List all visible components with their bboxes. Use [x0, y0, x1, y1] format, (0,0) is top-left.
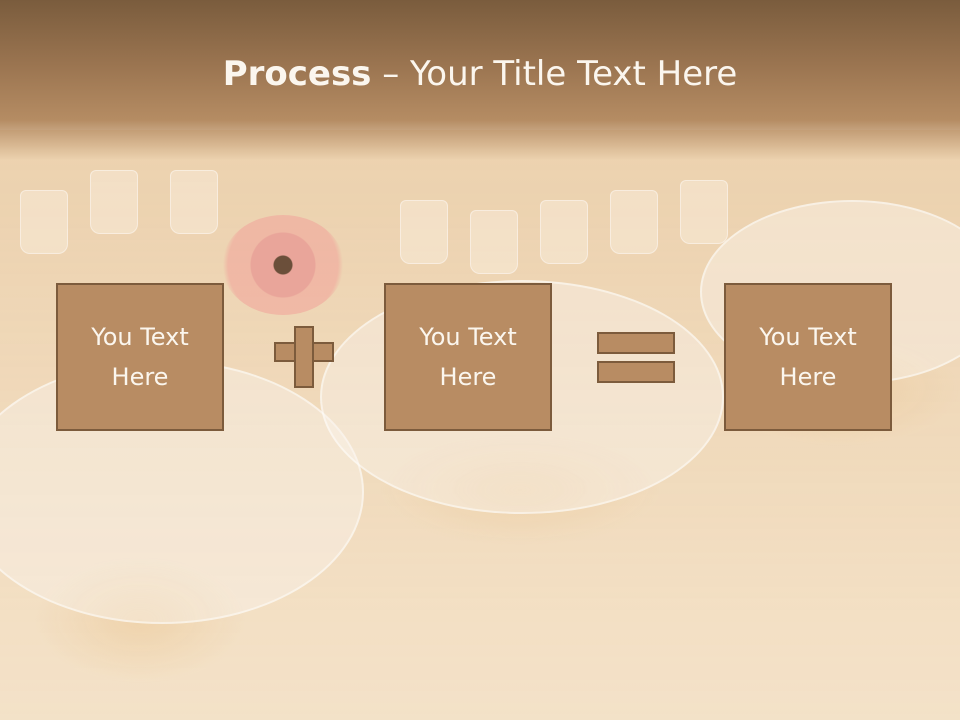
- text-box-3[interactable]: You Text Here: [724, 283, 892, 431]
- equals-icon-top-bar: [597, 332, 675, 354]
- glass: [20, 190, 68, 254]
- glass: [90, 170, 138, 234]
- plus-icon-cover: [296, 344, 312, 360]
- glass: [470, 210, 518, 274]
- text-box-2-label: You Text Here: [419, 323, 517, 391]
- header-band: [0, 0, 960, 160]
- glass: [610, 190, 658, 254]
- slide-title[interactable]: Process – Your Title Text Here: [0, 52, 960, 96]
- glass: [400, 200, 448, 264]
- equals-icon-bottom-bar: [597, 361, 675, 383]
- text-box-3-label: You Text Here: [759, 323, 857, 391]
- title-strong: Process: [222, 54, 372, 94]
- text-box-2[interactable]: You Text Here: [384, 283, 552, 431]
- flower-decoration: [222, 215, 344, 315]
- glass: [170, 170, 218, 234]
- glass: [540, 200, 588, 264]
- title-rest: – Your Title Text Here: [371, 54, 738, 94]
- text-box-1-label: You Text Here: [91, 323, 189, 391]
- text-box-1[interactable]: You Text Here: [56, 283, 224, 431]
- glass: [680, 180, 728, 244]
